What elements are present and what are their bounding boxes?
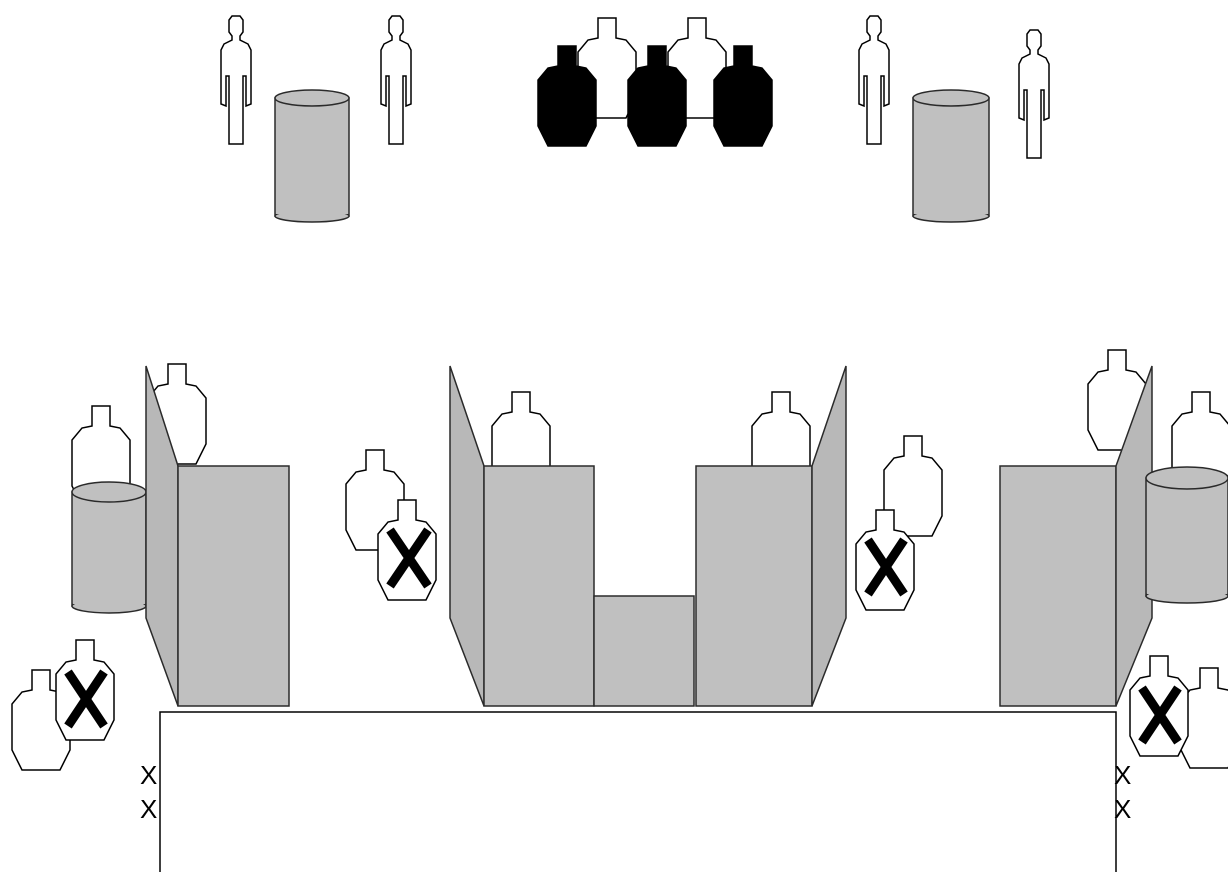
right-middle-targets (855, 435, 943, 611)
wing-wall (811, 365, 847, 707)
edge-mark-left-2: X (140, 794, 157, 824)
low-wall (593, 595, 695, 707)
barrel-left (71, 481, 147, 614)
shooting-box (159, 711, 1117, 872)
center-structure (449, 365, 847, 707)
top-left-group (220, 15, 412, 223)
wall-panel (999, 465, 1117, 707)
wall-panel (177, 465, 290, 707)
no-shoot-x-target (855, 509, 915, 611)
humanoid-target (380, 15, 412, 145)
edge-mark-right-2: X (1114, 794, 1131, 824)
left-cluster (11, 363, 290, 771)
barrel-right (1145, 466, 1228, 604)
edge-mark-left-1: X (140, 760, 157, 790)
no-shoot-x-target (55, 639, 115, 741)
wall-panel (695, 465, 813, 707)
top-right-group (858, 15, 1050, 223)
barrel-top-right (912, 89, 990, 223)
wall-panel (483, 465, 595, 707)
humanoid-target (1018, 29, 1050, 159)
edge-mark-right-1: X (1114, 760, 1131, 790)
barrel-top-left (274, 89, 350, 223)
humanoid-target (858, 15, 890, 145)
left-middle-targets (345, 449, 437, 601)
humanoid-target (220, 15, 252, 145)
top-center-group (537, 17, 773, 147)
no-shoot-x-target (377, 499, 437, 601)
no-shoot-x-target (1129, 655, 1189, 757)
right-cluster (999, 349, 1228, 769)
wing-wall (449, 365, 485, 707)
